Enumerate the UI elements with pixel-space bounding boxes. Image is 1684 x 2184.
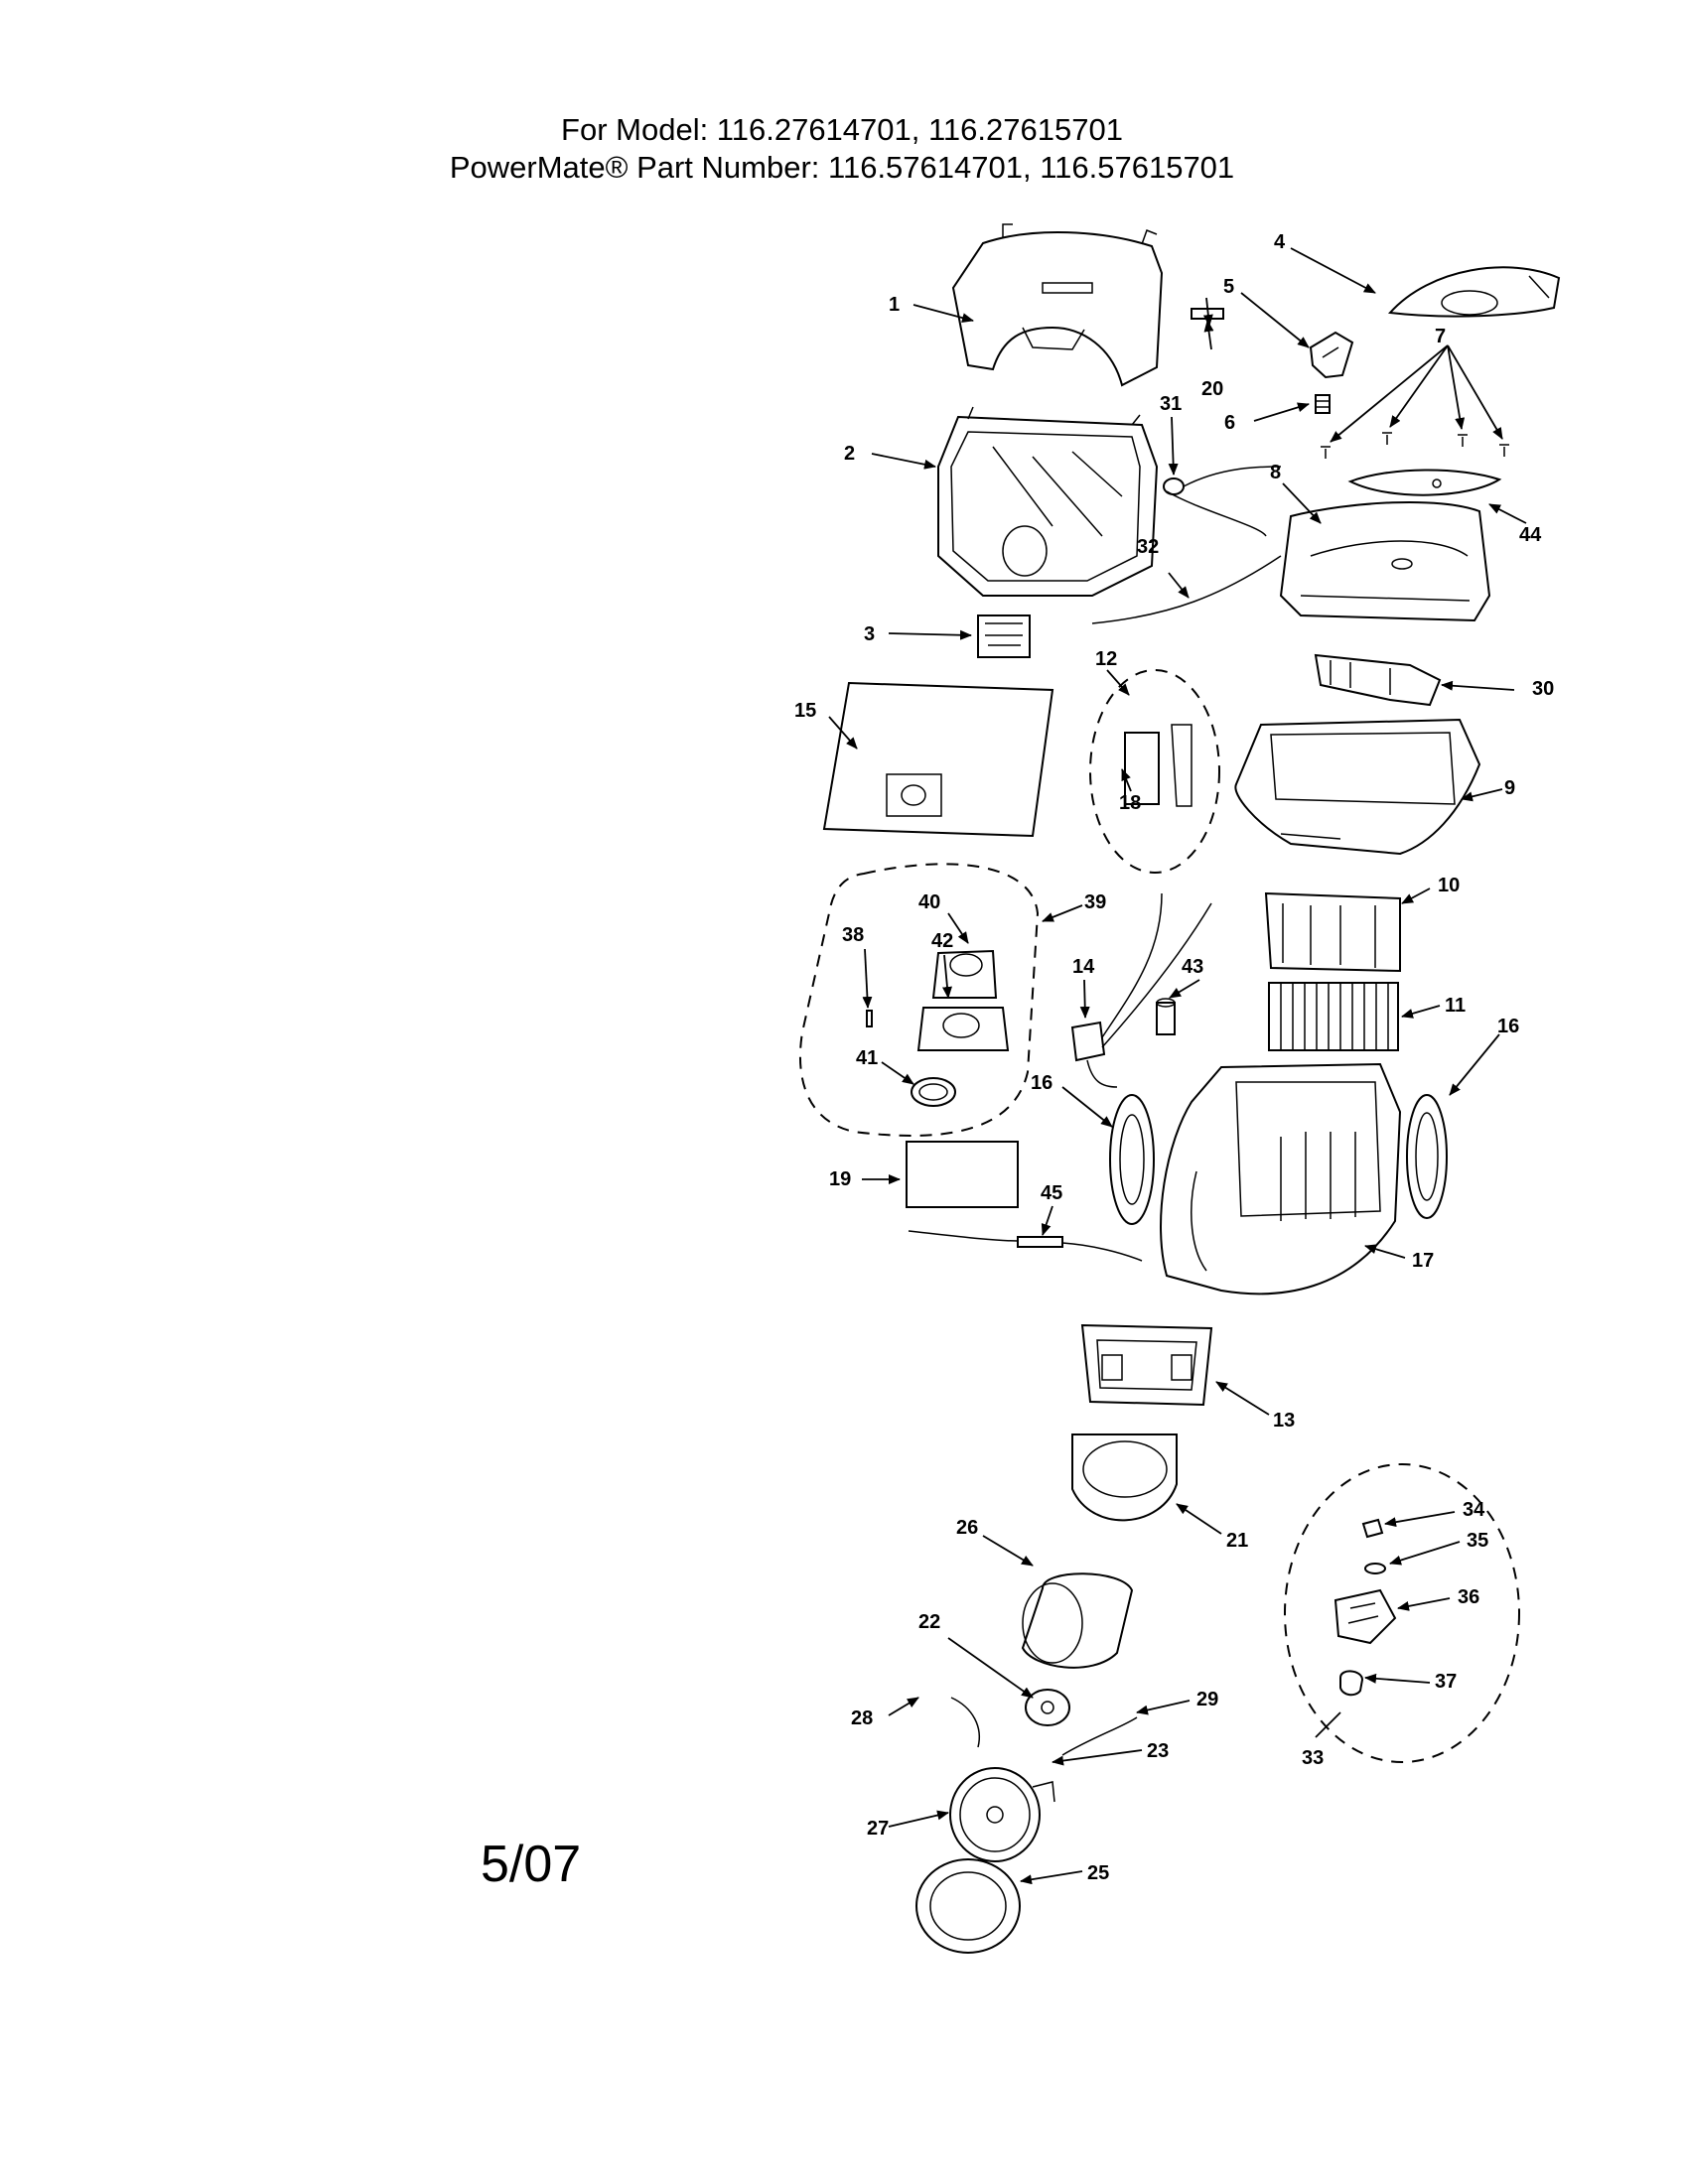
callout-42: 42 bbox=[931, 930, 953, 952]
callout-23: 23 bbox=[1147, 1740, 1169, 1762]
part-6-spring bbox=[1315, 394, 1331, 414]
callout-33: 33 bbox=[1302, 1747, 1324, 1769]
callout-4: 4 bbox=[1274, 231, 1286, 253]
powermate-part-number-line: PowerMate® Part Number: 116.57614701, 11… bbox=[449, 150, 1235, 185]
callout-29: 29 bbox=[1196, 1689, 1218, 1710]
callout-30: 30 bbox=[1532, 678, 1554, 700]
part-10-filter-cage bbox=[1264, 891, 1401, 973]
part-43-button bbox=[1156, 998, 1176, 1035]
callout-labels: 1 2 3 4 5 6 7 8 9 10 11 12 13 14 15 16 1… bbox=[794, 231, 1554, 1884]
callout-12: 12 bbox=[1095, 648, 1117, 670]
callout-39: 39 bbox=[1084, 891, 1106, 913]
part-45-tube bbox=[908, 1230, 1143, 1262]
part-39-adapter-group bbox=[798, 863, 1040, 1137]
callout-37: 37 bbox=[1435, 1671, 1457, 1693]
revision-date: 5/07 bbox=[481, 1836, 582, 1893]
callout-44: 44 bbox=[1519, 524, 1542, 546]
part-4-handle-cover bbox=[1387, 266, 1561, 318]
part-25-ring bbox=[915, 1858, 1021, 1954]
part-31-32-cord bbox=[1091, 466, 1282, 624]
callout-28: 28 bbox=[851, 1707, 873, 1729]
callout-31: 31 bbox=[1160, 393, 1182, 415]
callout-40: 40 bbox=[918, 891, 940, 913]
part-13-motor-filter bbox=[1080, 1323, 1213, 1407]
part-3-bag-holder bbox=[977, 614, 1031, 658]
callout-10: 10 bbox=[1438, 875, 1460, 896]
callout-3: 3 bbox=[864, 623, 875, 645]
callout-1: 1 bbox=[889, 294, 900, 316]
part-14-switch bbox=[1070, 892, 1212, 1088]
part-5-release-button bbox=[1309, 331, 1354, 379]
callout-17: 17 bbox=[1412, 1250, 1434, 1272]
part-19-exhaust-filter bbox=[906, 1141, 1019, 1208]
callout-34: 34 bbox=[1463, 1499, 1485, 1521]
callout-16-right: 16 bbox=[1497, 1016, 1519, 1037]
callout-leaders bbox=[828, 247, 1527, 1885]
callout-16-left: 16 bbox=[1031, 1072, 1052, 1094]
callout-18: 18 bbox=[1119, 792, 1141, 814]
part-11-hepa-filter bbox=[1268, 982, 1399, 1051]
callout-2: 2 bbox=[844, 443, 855, 465]
part-17-main-base bbox=[1160, 1062, 1402, 1296]
callout-25: 25 bbox=[1087, 1862, 1109, 1884]
callout-14: 14 bbox=[1072, 956, 1095, 978]
callout-38: 38 bbox=[842, 924, 864, 946]
callout-15: 15 bbox=[794, 700, 816, 722]
part-1-bag-cover bbox=[951, 223, 1164, 387]
callout-9: 9 bbox=[1504, 777, 1515, 799]
callout-26: 26 bbox=[956, 1517, 978, 1539]
part-22-fan bbox=[1025, 1689, 1070, 1726]
part-33-brush-group bbox=[1284, 1463, 1520, 1763]
part-44-gasket bbox=[1347, 469, 1502, 496]
callout-13: 13 bbox=[1273, 1410, 1295, 1432]
callout-11: 11 bbox=[1445, 995, 1466, 1017]
part-12-18-filter-group bbox=[1089, 669, 1220, 874]
part-16-left-wheel bbox=[1109, 1094, 1155, 1225]
callout-22: 22 bbox=[918, 1611, 940, 1633]
callout-5: 5 bbox=[1223, 276, 1234, 298]
part-30-valve bbox=[1314, 653, 1442, 707]
part-2-bag-housing bbox=[937, 406, 1159, 597]
callout-41: 41 bbox=[856, 1047, 878, 1069]
part-26-motor bbox=[1021, 1572, 1134, 1669]
part-7-screws bbox=[1321, 432, 1509, 459]
callout-7: 7 bbox=[1435, 326, 1446, 347]
callout-36: 36 bbox=[1458, 1586, 1479, 1608]
part-23-motor-cap bbox=[949, 1767, 1055, 1862]
part-16-right-wheel bbox=[1406, 1094, 1448, 1219]
part-15-dust-bag bbox=[822, 681, 1054, 838]
part-28-29-wires bbox=[950, 1697, 1138, 1756]
callout-6: 6 bbox=[1224, 412, 1235, 434]
callout-45: 45 bbox=[1041, 1182, 1062, 1204]
model-number-line: For Model: 116.27614701, 116.27615701 bbox=[561, 112, 1123, 147]
part-21-motor-housing bbox=[1071, 1433, 1178, 1522]
callout-27: 27 bbox=[867, 1818, 889, 1840]
callout-35: 35 bbox=[1467, 1530, 1488, 1552]
part-9-lid bbox=[1234, 718, 1481, 856]
callout-32: 32 bbox=[1137, 536, 1159, 558]
callout-21: 21 bbox=[1226, 1530, 1248, 1552]
callout-8: 8 bbox=[1270, 462, 1281, 483]
callout-19: 19 bbox=[829, 1168, 851, 1190]
callout-43: 43 bbox=[1182, 956, 1203, 978]
callout-20: 20 bbox=[1201, 378, 1223, 400]
part-8-upper-frame bbox=[1279, 500, 1491, 622]
